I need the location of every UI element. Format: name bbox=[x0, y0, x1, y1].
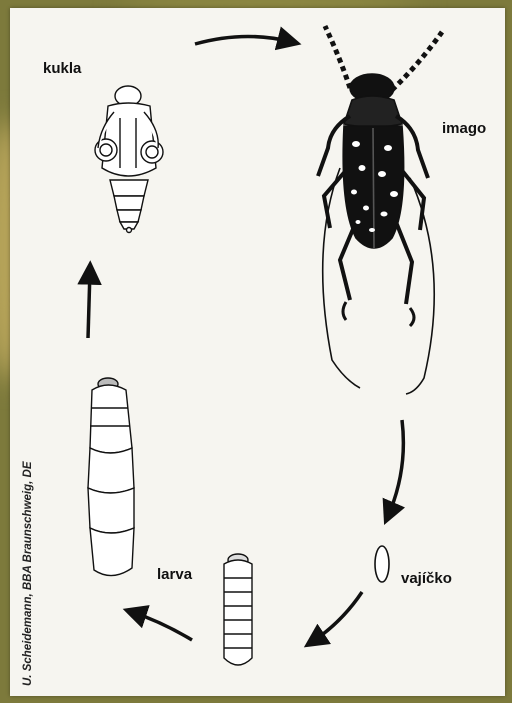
young-larva-drawing bbox=[224, 554, 252, 665]
adult-beetle-drawing bbox=[318, 26, 442, 394]
label-egg: vajíčko bbox=[401, 570, 452, 587]
image-credit: U. Scheidemann, BBA Braunschweig, DE bbox=[22, 461, 34, 686]
mature-larva-drawing bbox=[88, 378, 134, 576]
arrow-egg-to-larva bbox=[312, 592, 362, 642]
arrow-adult-to-egg bbox=[388, 420, 403, 516]
label-larva: larva bbox=[157, 566, 192, 583]
lifecycle-card: kukla imago vajíčko larva U. Scheidemann… bbox=[10, 8, 505, 696]
arrow-larva-to-pupa bbox=[88, 270, 90, 338]
arrow-larva-to-kukla bbox=[132, 612, 192, 640]
egg-drawing bbox=[375, 546, 389, 582]
lifecycle-illustration bbox=[10, 8, 505, 696]
arrow-pupa-to-adult bbox=[195, 36, 292, 44]
pupa-drawing bbox=[95, 86, 163, 233]
label-adult: imago bbox=[442, 120, 486, 137]
label-pupa: kukla bbox=[43, 60, 81, 77]
